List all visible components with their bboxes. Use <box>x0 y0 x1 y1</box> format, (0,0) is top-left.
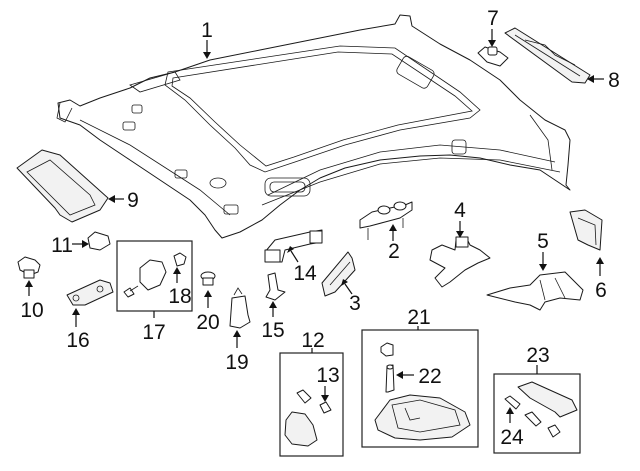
callout-21: 21 <box>407 306 431 330</box>
part-23-bulb <box>524 411 542 427</box>
callout-label-21: 21 <box>407 306 430 329</box>
part-14-grab-handle[interactable] <box>264 229 323 263</box>
callout-label-6: 6 <box>595 279 607 302</box>
group-box-21 <box>361 329 479 448</box>
callout-14: 14 <box>287 246 317 285</box>
callout-3: 3 <box>341 279 361 315</box>
callout-label-24: 24 <box>500 426 524 449</box>
callout-label-13: 13 <box>316 364 339 387</box>
callout-label-18: 18 <box>168 285 191 308</box>
callout-label-23: 23 <box>526 344 549 367</box>
part-2-bracket[interactable] <box>359 201 413 240</box>
callout-2: 2 <box>388 224 400 263</box>
callout-label-3: 3 <box>349 292 361 315</box>
callout-4: 4 <box>454 199 466 238</box>
callout-1: 1 <box>201 19 213 59</box>
callout-label-8: 8 <box>608 69 620 92</box>
callout-label-2: 2 <box>388 240 400 263</box>
callout-8: 8 <box>587 69 620 92</box>
part-24-bulb <box>504 395 521 410</box>
callout-15: 15 <box>261 301 285 342</box>
part-4-bracket[interactable] <box>429 236 491 288</box>
callout-10: 10 <box>20 280 44 322</box>
part-21-console-housing <box>374 394 471 441</box>
part-5-insulator[interactable] <box>486 271 584 311</box>
callout-label-20: 20 <box>196 311 219 334</box>
callout-label-12: 12 <box>301 329 324 352</box>
callout-5: 5 <box>537 230 549 271</box>
callout-label-16: 16 <box>66 329 89 352</box>
group-23-dome-lamp[interactable] <box>493 373 581 454</box>
part-1-headliner[interactable] <box>56 14 571 239</box>
callout-7: 7 <box>487 7 499 47</box>
callout-label-17: 17 <box>142 321 165 344</box>
callout-label-4: 4 <box>454 199 466 222</box>
callout-23: 23 <box>526 344 550 374</box>
callout-label-11: 11 <box>51 234 73 257</box>
part-3-insulator[interactable] <box>321 251 356 297</box>
callout-9: 9 <box>108 189 139 212</box>
part-15-bracket[interactable] <box>265 272 286 301</box>
callout-label-5: 5 <box>537 230 549 253</box>
callout-label-1: 1 <box>201 19 213 42</box>
callout-label-10: 10 <box>20 299 43 322</box>
callout-12: 12 <box>301 329 325 353</box>
callout-11: 11 <box>51 234 89 257</box>
callout-16: 16 <box>66 308 90 352</box>
part-12-socket <box>296 389 312 404</box>
callout-label-19: 19 <box>225 351 248 374</box>
part-19-bracket[interactable] <box>229 287 251 329</box>
callout-24: 24 <box>500 407 524 449</box>
part-23-clip <box>547 424 561 438</box>
part-7-clip[interactable] <box>477 46 509 67</box>
callout-22: 22 <box>396 365 442 388</box>
callout-label-15: 15 <box>261 319 284 342</box>
callout-19: 19 <box>225 330 249 374</box>
part-10-retainer[interactable] <box>17 256 41 279</box>
callout-18: 18 <box>168 267 192 308</box>
callout-13: 13 <box>316 364 340 402</box>
part-8-trim-panel[interactable] <box>504 27 591 84</box>
callout-label-22: 22 <box>418 365 441 388</box>
callout-label-9: 9 <box>127 189 139 212</box>
part-18-clip <box>173 252 187 267</box>
group-21-overhead-console[interactable] <box>361 329 479 448</box>
callout-6: 6 <box>595 257 607 302</box>
callout-20: 20 <box>196 290 220 334</box>
callout-label-14: 14 <box>293 262 317 285</box>
part-13-bulb <box>319 401 332 414</box>
callout-label-7: 7 <box>487 7 499 30</box>
part-12-lamp-housing <box>284 411 318 447</box>
part-20-nut[interactable] <box>200 271 216 286</box>
part-11-clip[interactable] <box>87 231 111 251</box>
part-21-switch <box>380 342 394 357</box>
part-9-sunvisor-cover[interactable] <box>16 149 109 223</box>
part-6-bracket[interactable] <box>569 209 603 251</box>
part-17-body <box>139 259 167 291</box>
part-23-lamp-housing <box>517 381 578 418</box>
callout-17: 17 <box>142 311 166 344</box>
part-16-handle-bracket[interactable] <box>66 279 114 306</box>
